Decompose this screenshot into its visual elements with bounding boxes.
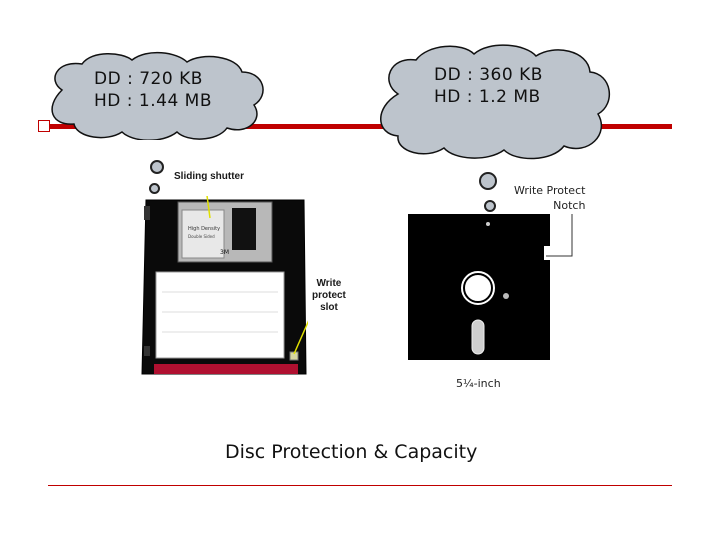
- floppy-35-diagram: High Density Double Sided 3M: [141, 196, 308, 375]
- write-protect-notch-label-2: Notch: [553, 199, 586, 212]
- cloud-left-line2: HD : 1.44 MB: [94, 91, 212, 111]
- cloud-right-line1: DD : 360 KB: [434, 65, 543, 85]
- sliding-shutter-label: Sliding shutter: [174, 171, 244, 182]
- floppy-525-size-label: 5¼-inch: [456, 377, 501, 390]
- cloud-left: DD : 720 KB HD : 1.44 MB: [42, 50, 268, 140]
- cloud-left-line1: DD : 720 KB: [94, 69, 203, 89]
- write-protect-slot-label-1: Write: [316, 278, 342, 289]
- write-protect-notch-label: Write Protect Notch: [514, 183, 585, 213]
- slide-title: Disc Protection & Capacity: [225, 441, 478, 463]
- svg-text:Double Sided: Double Sided: [188, 234, 215, 239]
- cloud-left-bubble-1: [150, 160, 164, 174]
- cloud-left-text: DD : 720 KB HD : 1.44 MB: [94, 68, 212, 112]
- bottom-accent-line: [48, 485, 672, 486]
- floppy-525-diagram: [408, 214, 552, 360]
- svg-text:High Density: High Density: [188, 226, 220, 232]
- write-protect-slot-label-2: protect: [312, 290, 346, 301]
- top-accent-square: [38, 120, 50, 132]
- cloud-right-bubble-2: [484, 200, 496, 212]
- cloud-right: DD : 360 KB HD : 1.2 MB: [376, 42, 612, 160]
- write-protect-slot-label: Write protect slot: [312, 278, 346, 314]
- write-protect-slot-label-3: slot: [320, 302, 338, 313]
- top-accent-line: [48, 124, 672, 129]
- notch-pointer-line: [546, 214, 573, 257]
- cloud-left-bubble-2: [149, 183, 160, 194]
- write-protect-notch-label-1: Write Protect: [514, 184, 586, 197]
- cloud-right-bubble-1: [479, 172, 497, 190]
- svg-text:3M: 3M: [220, 249, 229, 256]
- cloud-right-text: DD : 360 KB HD : 1.2 MB: [434, 64, 543, 108]
- cloud-right-line2: HD : 1.2 MB: [434, 87, 541, 107]
